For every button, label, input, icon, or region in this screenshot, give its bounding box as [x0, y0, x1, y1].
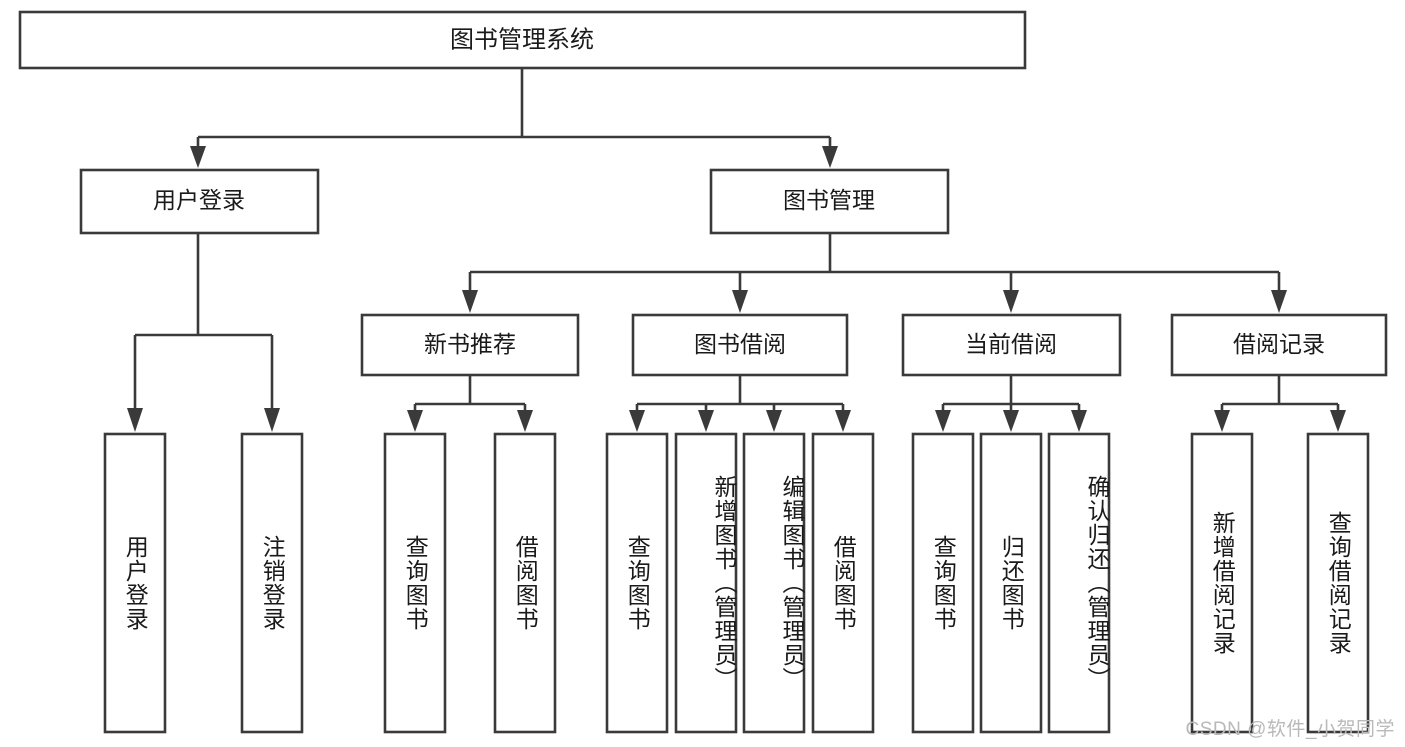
node-book-borrow-box[interactable]	[631, 313, 849, 377]
node-new-book-recommend-label: 新书推荐	[424, 331, 516, 357]
node-root[interactable]: 图书管理系统	[18, 10, 1027, 70]
node-leaf-bb-add-book-box[interactable]	[674, 432, 738, 734]
node-current-borrow[interactable]: 当前借阅	[901, 313, 1122, 377]
arrow-head-leaf-rec-borrow-book	[517, 410, 533, 432]
node-book-borrow[interactable]: 图书借阅	[631, 313, 849, 377]
arrow-head-borrow-record	[1271, 290, 1287, 313]
arrow-head-new-book-recommend	[462, 290, 478, 313]
node-leaf-cb-return-book-box[interactable]	[979, 432, 1043, 734]
arrow-head-leaf-bb-borrow-book	[835, 410, 851, 432]
connector-group-user-login	[127, 233, 280, 432]
connector-group-book-borrow	[629, 375, 851, 432]
arrow-head-book-borrow	[732, 290, 748, 313]
node-leaf-cb-confirm-return-box[interactable]	[1047, 432, 1111, 734]
arrow-head-book-management	[822, 146, 838, 168]
arrow-head-current-borrow	[1003, 290, 1019, 313]
arrow-head-user-login	[190, 146, 206, 168]
node-leaf-br-query-record-box[interactable]	[1306, 432, 1370, 734]
arrow-head-leaf-rec-query-book	[407, 410, 423, 432]
arrow-head-leaf-user-login	[127, 408, 143, 432]
node-leaf-br-add-record-box[interactable]	[1190, 432, 1254, 734]
csdn-watermark: CSDN @软件_小贺同学	[1185, 719, 1395, 740]
arrow-head-leaf-cb-query-book	[935, 410, 951, 432]
node-borrow-record[interactable]: 借阅记录	[1170, 313, 1388, 377]
arrow-head-leaf-user-logout	[264, 408, 280, 432]
node-user-login[interactable]: 用户登录	[79, 168, 320, 235]
leaf-boxes	[103, 432, 1370, 734]
node-book-management[interactable]: 图书管理	[709, 168, 950, 235]
node-current-borrow-label: 当前借阅	[965, 331, 1057, 357]
node-leaf-cb-query-book-box[interactable]	[911, 432, 975, 734]
node-new-book-recommend[interactable]: 新书推荐	[360, 313, 580, 377]
node-user-login-box[interactable]	[79, 168, 320, 235]
connector-group-new-book-recommend	[407, 375, 533, 432]
node-new-book-recommend-box[interactable]	[360, 313, 580, 377]
connector-group-root	[190, 68, 838, 168]
arrow-head-leaf-cb-return-book	[1003, 410, 1019, 432]
arrow-head-leaf-cb-confirm-return	[1071, 410, 1087, 432]
node-current-borrow-box[interactable]	[901, 313, 1122, 377]
node-leaf-rec-borrow-book-box[interactable]	[493, 432, 557, 734]
arrow-head-leaf-bb-query-book	[629, 410, 645, 432]
node-book-borrow-label: 图书借阅	[694, 331, 786, 357]
arrow-head-leaf-br-add-record	[1214, 410, 1230, 432]
node-root-label: 图书管理系统	[450, 26, 594, 53]
node-leaf-rec-query-book-box[interactable]	[383, 432, 447, 734]
connector-group-borrow-record	[1214, 375, 1346, 432]
node-user-login-label: 用户登录	[153, 187, 245, 213]
arrow-head-leaf-bb-edit-book	[766, 410, 782, 432]
node-leaf-bb-borrow-book-box[interactable]	[811, 432, 875, 734]
node-leaf-bb-query-book-box[interactable]	[605, 432, 669, 734]
connector-group-book-management	[462, 233, 1287, 313]
arrow-head-leaf-bb-add-book	[698, 410, 714, 432]
node-leaf-user-logout-box[interactable]	[240, 432, 304, 734]
node-borrow-record-box[interactable]	[1170, 313, 1388, 377]
node-leaf-bb-edit-book-box[interactable]	[742, 432, 806, 734]
connector-group-current-borrow	[935, 375, 1087, 432]
node-root-box[interactable]	[18, 10, 1027, 70]
node-book-management-label: 图书管理	[783, 187, 875, 213]
node-borrow-record-label: 借阅记录	[1233, 331, 1325, 357]
arrow-head-leaf-br-query-record	[1330, 410, 1346, 432]
node-leaf-user-login-box[interactable]	[103, 432, 167, 734]
node-book-management-box[interactable]	[709, 168, 950, 235]
